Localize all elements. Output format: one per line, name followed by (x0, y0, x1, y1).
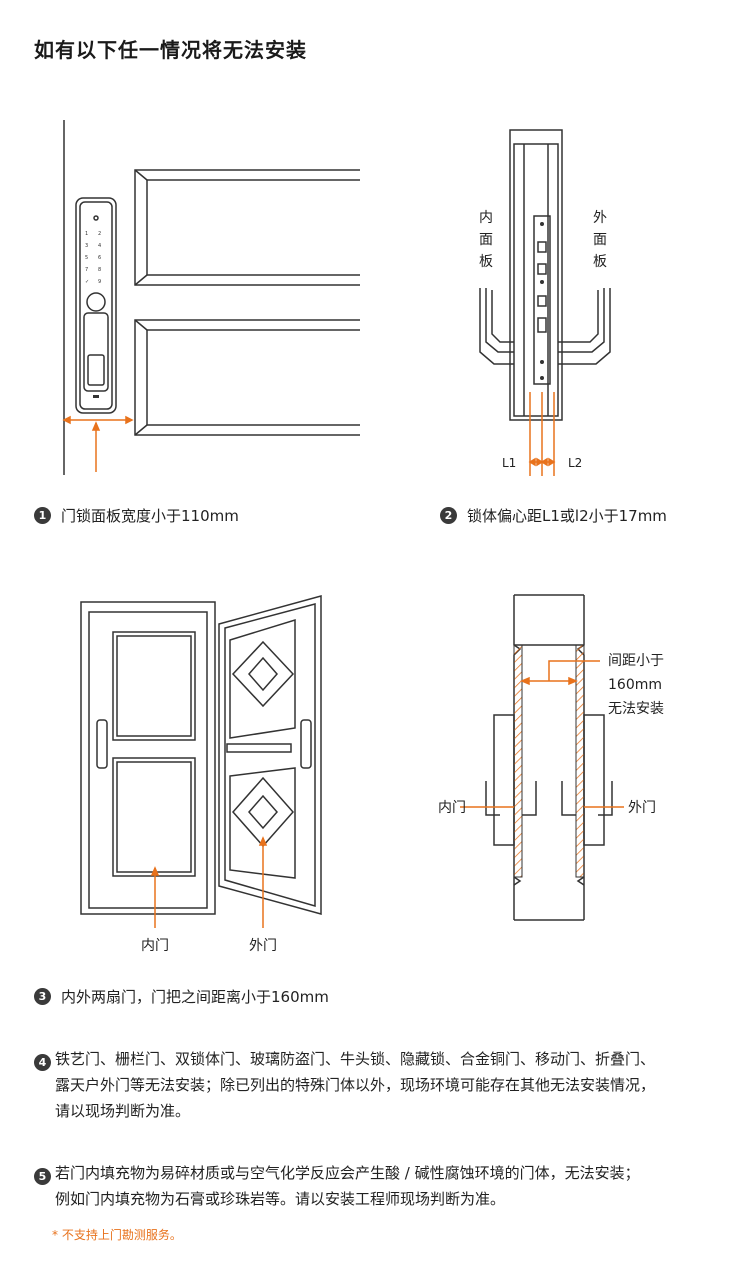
caption-number: 1 (34, 507, 51, 524)
caption-text: 内外两扇门，门把之间距离小于160mm (61, 988, 329, 1006)
item-number: 5 (34, 1168, 51, 1185)
svg-text:3: 3 (85, 243, 88, 249)
caption-text: 锁体偏心距L1或l2小于17mm (467, 507, 667, 525)
svg-text:6: 6 (98, 255, 101, 261)
figure-double-doors: 内门 外门 (80, 595, 322, 954)
outer-door-label: 外门 (628, 800, 656, 816)
figure-handle-gap: 间距小于 160mm 无法安装 内门 外门 (438, 594, 664, 921)
inner-door-label: 内门 (438, 800, 466, 816)
outer-door-label: 外门 (249, 938, 277, 954)
figure-panel-width: 1 2 3 4 5 6 7 8 ✓ 9 (62, 120, 360, 475)
page-title: 如有以下任一情况将无法安装 (34, 38, 307, 62)
svg-text:4: 4 (98, 243, 101, 249)
svg-text:5: 5 (85, 255, 88, 261)
caption-text: 门锁面板宽度小于110mm (61, 507, 239, 525)
l1-label: L1 (502, 456, 516, 470)
figure-lock-offset: 内 面 板 外 面 板 L1 L2 (479, 129, 611, 476)
gap-label-1: 间距小于 (608, 653, 664, 669)
inner-panel-label-2: 面 (479, 232, 493, 248)
svg-text:9: 9 (98, 279, 101, 285)
gap-label-2: 160mm (608, 677, 662, 693)
figure1-caption: 1 门锁面板宽度小于110mm (34, 505, 239, 526)
outer-panel-label-2: 面 (593, 232, 607, 248)
svg-text:8: 8 (98, 267, 101, 273)
inner-panel-label-1: 内 (479, 210, 493, 226)
caption-number: 3 (34, 988, 51, 1005)
svg-text:✓: ✓ (85, 279, 89, 285)
item5-line-2: 例如门内填充物为石膏或珍珠岩等。请以安装工程师现场判断为准。 (55, 1190, 506, 1208)
inner-panel-label-3: 板 (479, 254, 493, 270)
item4-line-2: 露天户外门等无法安装；除已列出的特殊门体以外，现场环境可能存在其他无法安装情况， (55, 1076, 656, 1094)
outer-panel-label-3: 板 (593, 254, 607, 270)
caption-number: 2 (440, 507, 457, 524)
figure3-caption: 3 内外两扇门，门把之间距离小于160mm (34, 986, 329, 1007)
figure2-caption: 2 锁体偏心距L1或l2小于17mm (440, 505, 667, 526)
svg-text:1: 1 (85, 231, 88, 237)
item-number: 4 (34, 1054, 51, 1071)
inner-door-label: 内门 (141, 938, 169, 954)
gap-label-3: 无法安装 (608, 701, 664, 717)
item4-line-3: 请以现场判断为准。 (55, 1102, 191, 1120)
outer-panel-label-1: 外 (593, 210, 607, 226)
svg-text:7: 7 (85, 267, 88, 273)
svg-text:2: 2 (98, 231, 101, 237)
survey-note: * 不支持上门勘测服务。 (52, 1228, 182, 1242)
l2-label: L2 (568, 456, 582, 470)
